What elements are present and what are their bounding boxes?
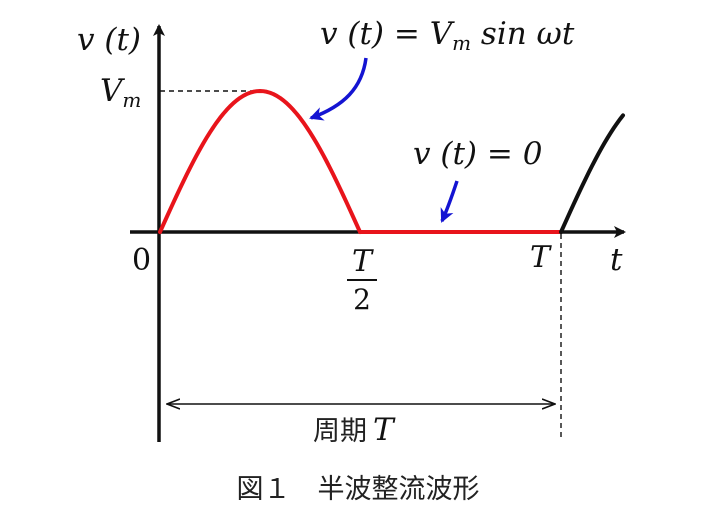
sine-formula: v (t) = Vm sin ωt <box>320 16 575 55</box>
zero-annotation-arrow <box>440 180 459 223</box>
sine-annotation-arrow <box>309 57 368 121</box>
y-axis-label: v (t) <box>77 22 141 58</box>
waveform-sine-half <box>158 89 362 234</box>
origin-label: 0 <box>132 243 151 278</box>
half-period-denominator: 2 <box>353 283 371 316</box>
waveform-next-cycle <box>559 113 625 234</box>
period-tick-label: T <box>530 240 552 275</box>
peak-label: Vm <box>100 73 141 112</box>
x-axis-label: t <box>610 242 623 278</box>
figure-caption: 図１ 半波整流波形 <box>237 474 480 505</box>
zero-formula: v (t) = 0 <box>413 136 542 172</box>
half-period-numerator: T <box>352 244 374 279</box>
